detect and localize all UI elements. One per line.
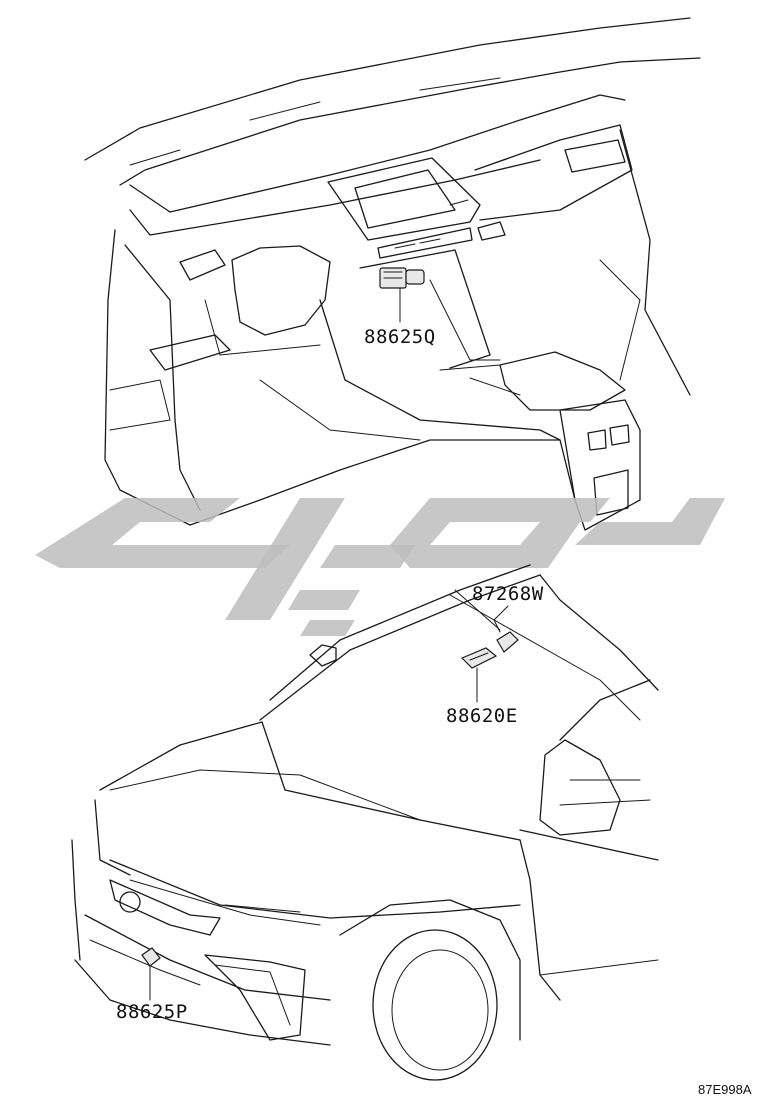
logo-watermark — [35, 498, 725, 636]
part-88625P-graphic — [141, 947, 161, 967]
dashboard-drawing — [84, 17, 701, 531]
figure-reference-code: 87E998A — [698, 1082, 752, 1097]
part-88625Q-graphic — [379, 267, 425, 289]
part-88620E-graphic — [460, 647, 498, 669]
part-87268W-graphic — [496, 631, 519, 653]
exterior-drawing — [71, 564, 659, 1081]
part-label-87268W: 87268W — [472, 583, 544, 605]
part-label-88620E: 88620E — [446, 705, 518, 727]
part-label-88625P: 88625P — [116, 1001, 188, 1023]
part-label-88625Q: 88625Q — [364, 326, 436, 348]
